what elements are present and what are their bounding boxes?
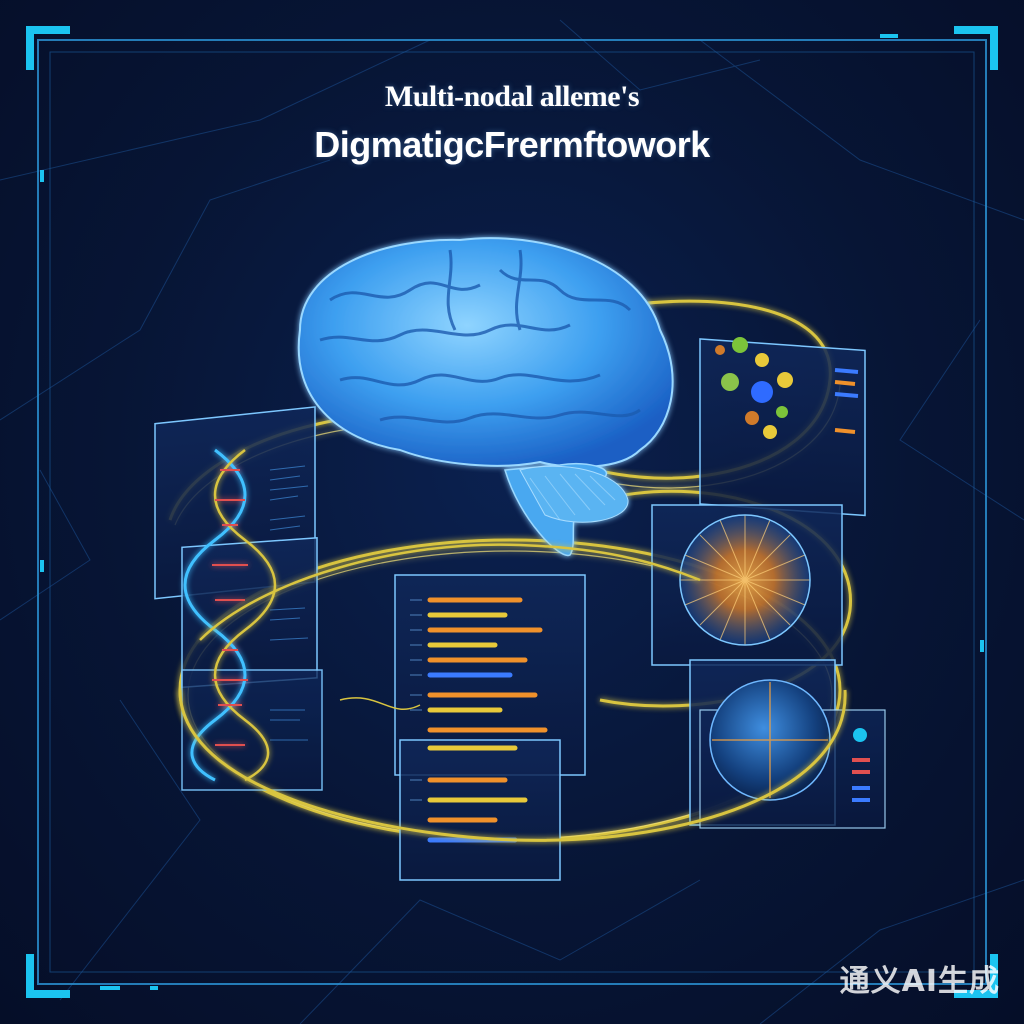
network-panel <box>699 337 866 517</box>
brain-icon <box>297 237 674 557</box>
globe-panel <box>689 659 886 829</box>
orbit-ring-front <box>178 543 847 842</box>
center-data-panels <box>339 574 586 881</box>
page-title-line-1: Multi-nodal alleme's <box>384 80 640 113</box>
outer-frame <box>26 26 998 998</box>
background-network <box>0 19 1024 1024</box>
dna-panel-group <box>154 406 323 791</box>
watermark-text: 通义AI生成 <box>839 964 1000 999</box>
radial-panel <box>651 504 843 666</box>
title-block: Multi-nodal alleme's DigmatigcFrermftowo… <box>0 80 1024 166</box>
page-title-line-2: DigmatigcFrermftowork <box>314 124 710 165</box>
dna-helix-icon <box>183 448 277 782</box>
